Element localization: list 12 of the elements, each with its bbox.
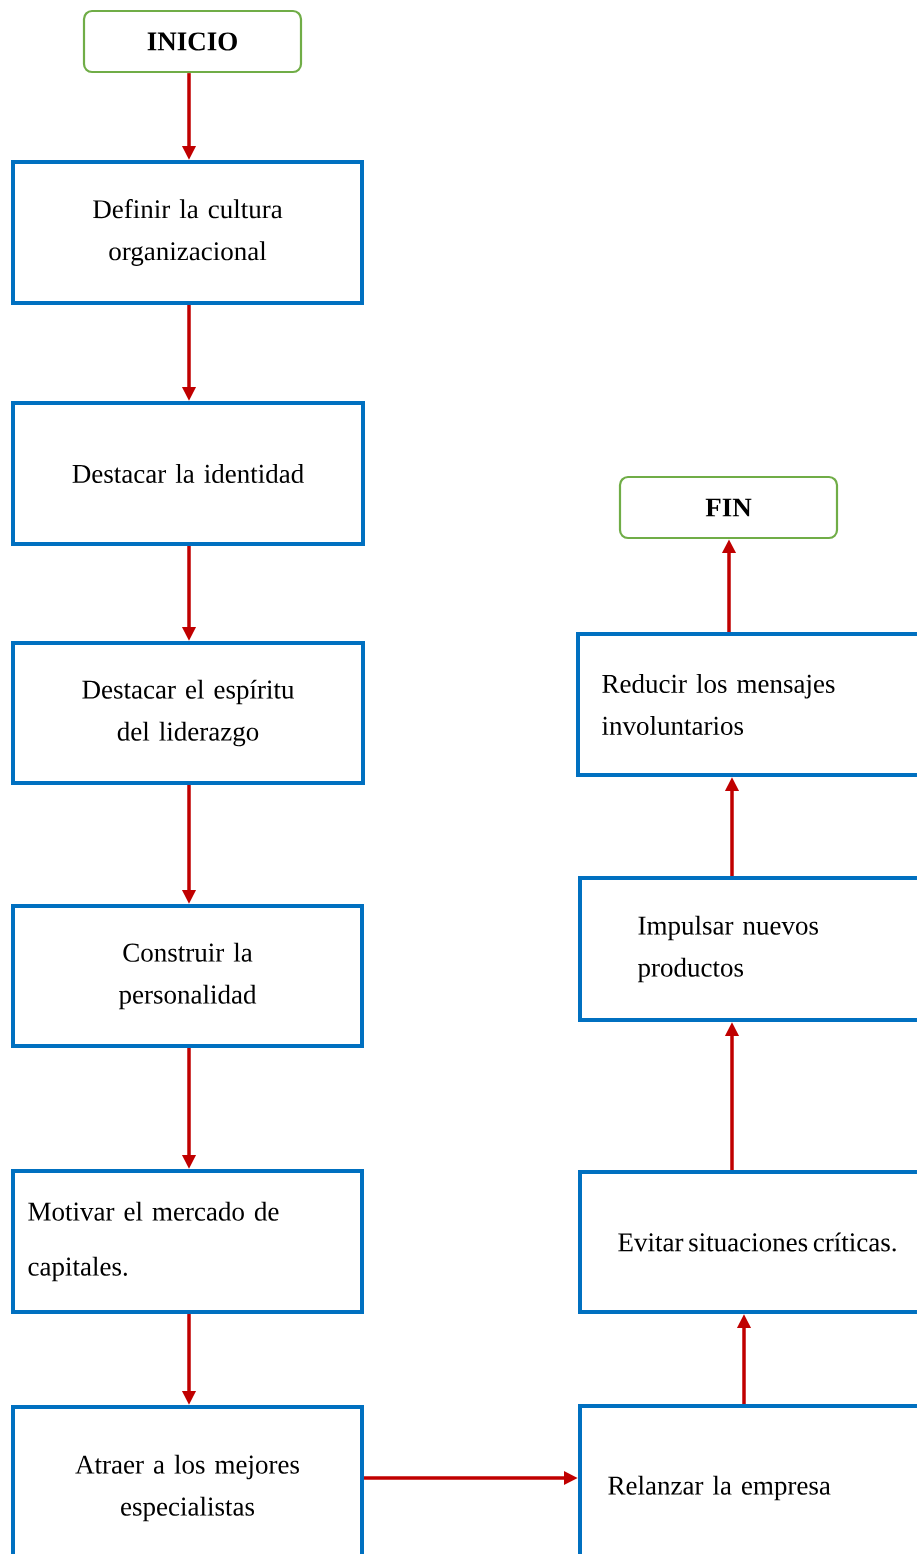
process-box: Relanzar la empresa — [578, 1404, 917, 1554]
process-box: Definir la cultura organizacional — [11, 160, 364, 305]
process-box: Reducir los mensajes involuntarios — [576, 632, 917, 777]
process-box: Motivar el mercado de capitales. — [11, 1169, 364, 1314]
process-box: Atraer a los mejores especialistas — [11, 1405, 364, 1554]
process-box: Construir la personalidad — [11, 904, 364, 1048]
process-box: Destacar el espíritu del liderazgo — [11, 641, 365, 785]
terminal-box: INICIO — [82, 9, 303, 74]
process-box: Destacar la identidad — [11, 401, 365, 546]
process-box: Impulsar nuevos productos — [578, 876, 917, 1022]
process-box: Evitar situaciones críticas. — [578, 1170, 917, 1314]
terminal-box: FIN — [618, 475, 839, 540]
